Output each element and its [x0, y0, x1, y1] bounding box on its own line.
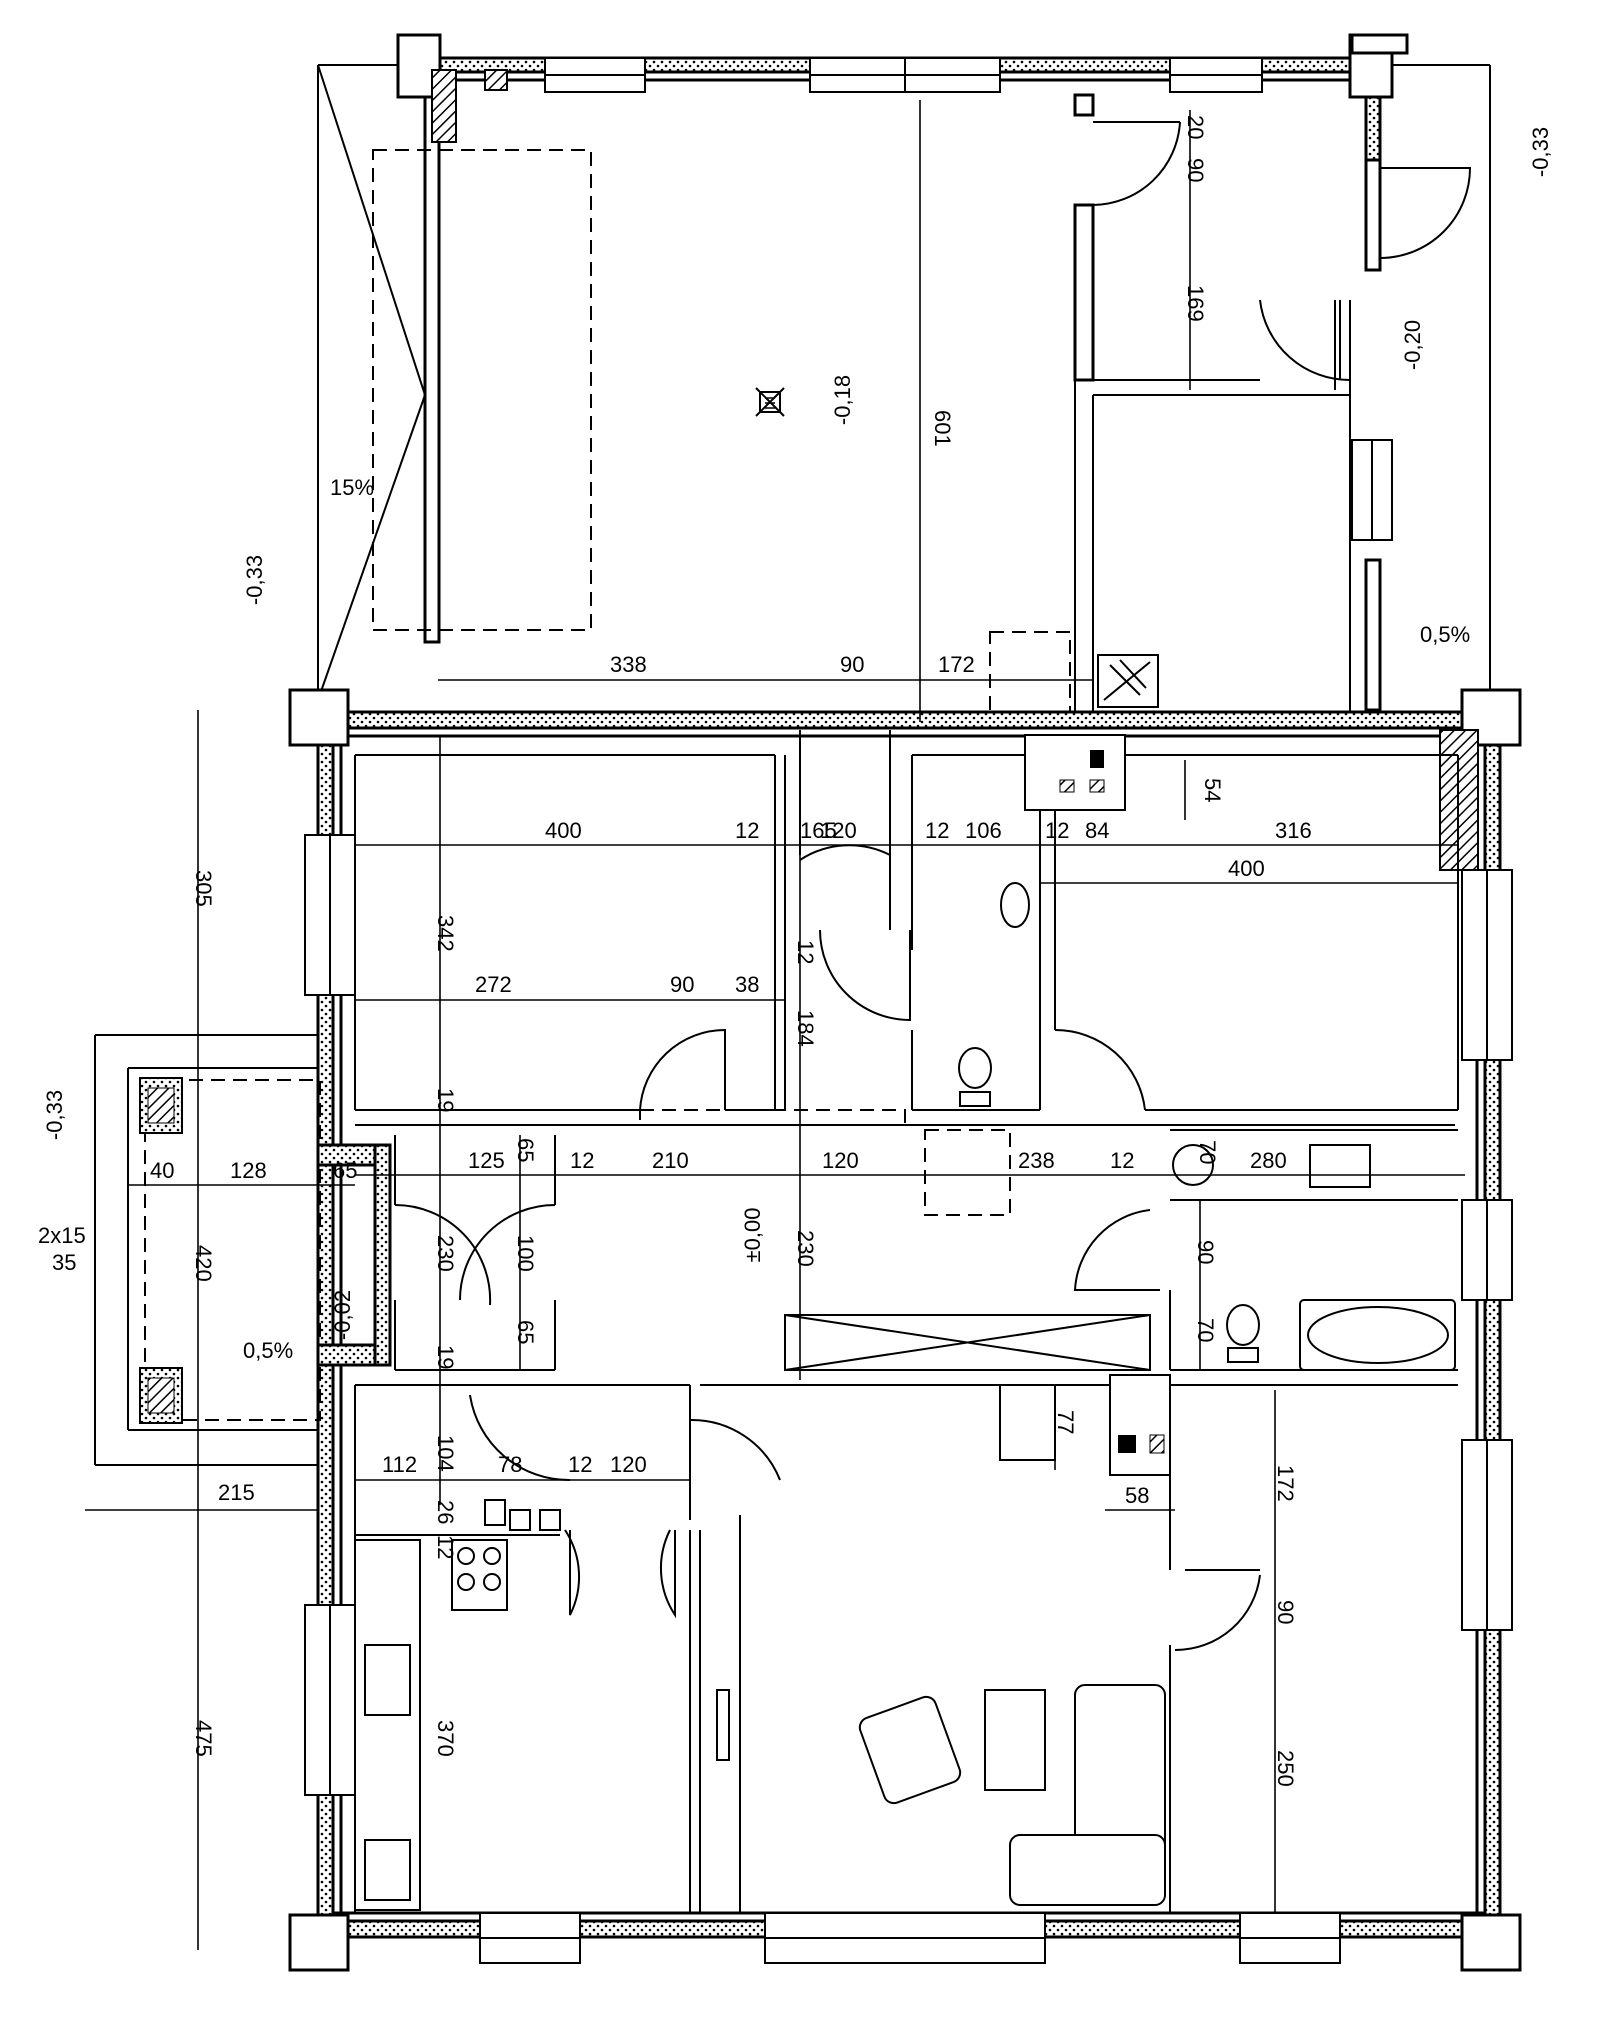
dim-label: 12 [568, 1452, 592, 1477]
dim-label: 40 [150, 1158, 174, 1183]
dim-label: 90 [1183, 158, 1208, 182]
dim-label: 420 [191, 1245, 216, 1282]
level-markers: -0,33 -0,33 -0,18 -0,33 -0,20 -0,02 ±0,0… [42, 127, 1553, 1340]
slope-label: 0,5% [243, 1338, 293, 1363]
dim-label: 12 [793, 940, 818, 964]
dim-label: 250 [1273, 1750, 1298, 1787]
dim-label: 26 [433, 1500, 458, 1524]
slope-label: 0,5% [1420, 622, 1470, 647]
dim-label: 12 [570, 1148, 594, 1173]
dim-label: 342 [433, 915, 458, 952]
dim-label: 338 [610, 652, 647, 677]
dim-label: 120 [822, 1148, 859, 1173]
dim-label: 12 [735, 818, 759, 843]
dim-label: 128 [230, 1158, 267, 1183]
dim-label: 70 [1193, 1318, 1218, 1342]
level-marker: -0,33 [242, 555, 267, 605]
dimension-lines [85, 100, 1465, 1950]
dim-label: 400 [545, 818, 582, 843]
dim-label: 106 [965, 818, 1002, 843]
garage-windows [544, 57, 1393, 541]
dim-label: 38 [735, 972, 759, 997]
dim-label: 84 [1085, 818, 1109, 843]
dim-label: 125 [468, 1148, 505, 1173]
dim-label: 238 [1018, 1148, 1055, 1173]
dim-label: 172 [1273, 1465, 1298, 1502]
house-windows [304, 834, 1513, 1964]
dim-label: 65 [333, 1158, 357, 1183]
dim-label: 58 [1125, 1483, 1149, 1508]
dim-label: 12 [1045, 818, 1069, 843]
dim-label: 172 [938, 652, 975, 677]
dim-label: 230 [793, 1230, 818, 1267]
level-marker: -0,20 [1400, 320, 1425, 370]
dim-label: 120 [610, 1452, 647, 1477]
dim-label: 475 [191, 1720, 216, 1757]
dim-label: 272 [475, 972, 512, 997]
dim-label: 77 [1053, 1410, 1078, 1434]
dim-label: 169 [1183, 285, 1208, 322]
dim-label: 54 [1200, 778, 1225, 802]
dim-label: 19 [433, 1345, 458, 1369]
dim-label: 12 [1110, 1148, 1134, 1173]
dim-label: 184 [793, 1010, 818, 1047]
dim-label: 280 [1250, 1148, 1287, 1173]
dim-label: 19 [433, 1088, 458, 1112]
dim-label: 65 [513, 1138, 538, 1162]
dim-label: 210 [652, 1148, 689, 1173]
dim-label: 370 [433, 1720, 458, 1757]
level-marker: ±0,00 [740, 1208, 765, 1263]
dim-label: 90 [840, 652, 864, 677]
dim-label: 230 [433, 1235, 458, 1272]
garage-block [317, 33, 1491, 720]
house-doors [394, 844, 1261, 1652]
slope-labels: 15% 0,5% 0,5% 2x15 35 [38, 475, 1470, 1363]
dim-label: 12 [433, 1535, 458, 1559]
dim-label: 12 [925, 818, 949, 843]
dim-label: 70 [1195, 1140, 1220, 1164]
dim-label: 316 [1275, 818, 1312, 843]
dim-label: 400 [1228, 856, 1265, 881]
steps-note: 35 [52, 1250, 76, 1275]
garage-doors [1092, 121, 1472, 382]
fixtures [354, 882, 1456, 1911]
dim-label: 65 [513, 1320, 538, 1344]
dim-label: 78 [498, 1452, 522, 1477]
dim-label: 100 [513, 1235, 538, 1272]
dim-label: 90 [670, 972, 694, 997]
slope-label: 15% [330, 475, 374, 500]
dim-label: 165 [800, 818, 837, 843]
porch [94, 1034, 392, 1466]
dim-label: 601 [930, 410, 955, 447]
level-marker: -0,18 [830, 375, 855, 425]
dim-label: 305 [191, 870, 216, 907]
dim-label: 20 [1183, 115, 1208, 139]
dimension-labels: 338 90 172 601 20 90 169 54 400 12 165 1… [150, 115, 1312, 1787]
steps-note: 2x15 [38, 1223, 86, 1248]
dim-label: 104 [433, 1435, 458, 1472]
dim-label: 90 [1193, 1240, 1218, 1264]
dim-label: 120 [820, 818, 857, 843]
level-marker: -0,33 [1528, 127, 1553, 177]
level-marker: -0,33 [42, 1090, 67, 1140]
level-marker: -0,02 [330, 1290, 355, 1340]
dim-label: 112 [382, 1452, 417, 1477]
dim-label: 90 [1273, 1600, 1298, 1624]
dim-label: 215 [218, 1480, 255, 1505]
